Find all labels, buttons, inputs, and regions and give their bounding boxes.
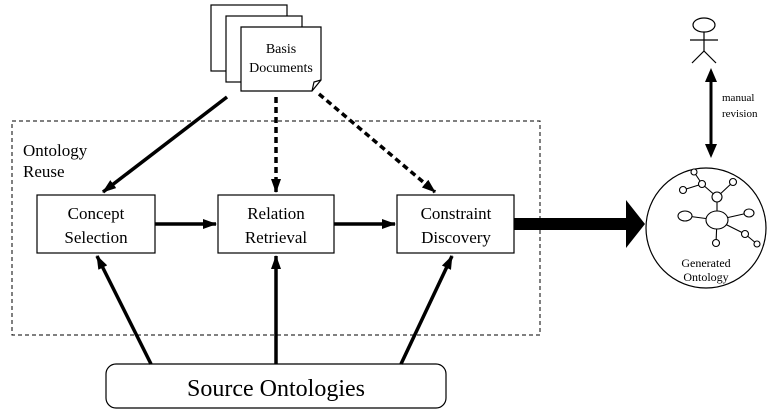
constraint-discovery-box <box>396 194 515 254</box>
constraint-discovery-label-line1: Constraint <box>421 204 492 223</box>
manual-revision-arrow <box>705 68 717 158</box>
arrow-constraint-to-generated-ontology <box>514 200 645 248</box>
arrow-documents-to-constraint <box>317 92 437 194</box>
relation-retrieval-label-line1: Relation <box>247 204 305 223</box>
generated-ontology-label-line1: Generated <box>681 256 730 270</box>
generated-ontology-label-line2: Ontology <box>683 270 728 284</box>
manual-revision-label-line1: manual <box>722 92 754 104</box>
concept-selection-label-line1: Concept <box>68 204 125 223</box>
ontology-reuse-label-line2: Reuse <box>23 162 65 181</box>
arrow-sources-to-constraint <box>399 255 454 365</box>
basis-documents-stack: Basis Documents <box>210 4 322 92</box>
basis-documents-label-line2: Documents <box>249 61 313 76</box>
relation-retrieval-box <box>217 194 335 254</box>
arrow-documents-to-concept <box>101 95 229 194</box>
relation-retrieval-label-line2: Retrieval <box>245 228 308 247</box>
document-fold-corner <box>311 79 322 92</box>
concept-selection-label-line2: Selection <box>64 228 128 247</box>
generated-ontology-circle <box>645 167 767 289</box>
basis-documents-label-line1: Basis <box>266 42 296 57</box>
ontology-graph-icon <box>677 168 761 248</box>
manual-revision-label-line2: revision <box>722 108 758 120</box>
source-ontologies-label: Source Ontologies <box>187 376 365 402</box>
arrow-sources-to-concept <box>95 255 153 365</box>
ontology-reuse-label-line1: Ontology <box>23 141 88 160</box>
constraint-discovery-label-line2: Discovery <box>421 228 491 247</box>
person-icon <box>690 17 718 64</box>
document-sheet-front <box>240 26 322 92</box>
